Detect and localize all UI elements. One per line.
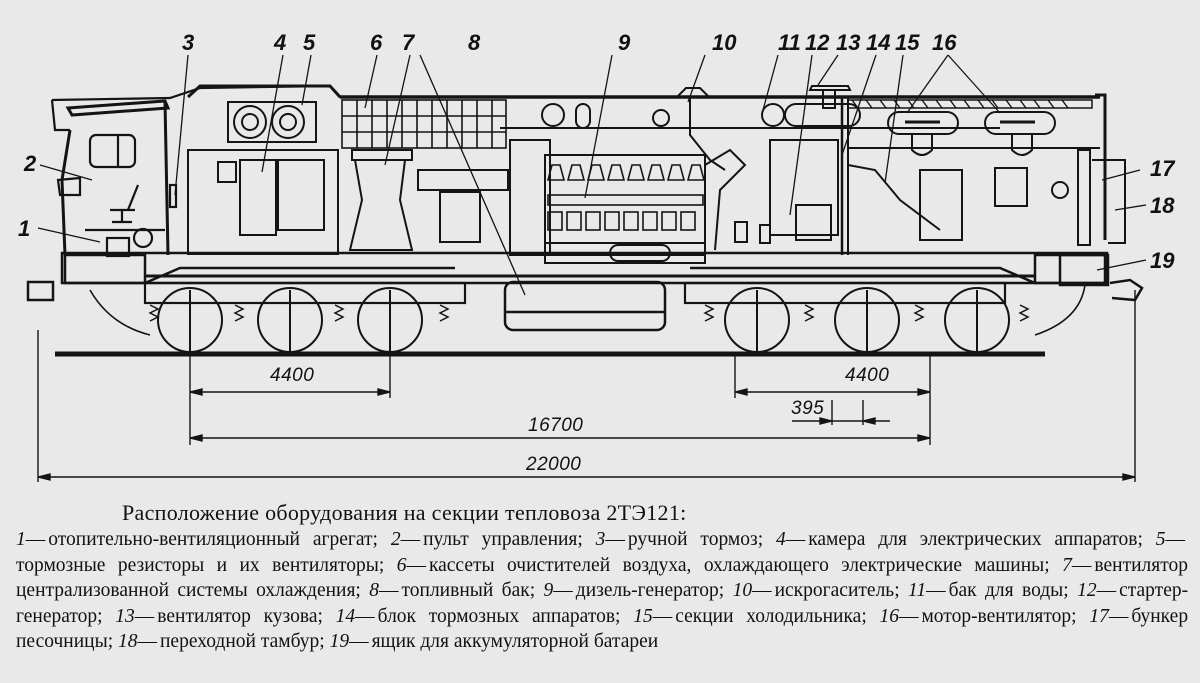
legend-item-3: 3—ручной тормоз;	[595, 529, 764, 550]
callout-5: 5	[303, 30, 316, 55]
locomotive-diagram: 1 2 3 4 5 6 7 8 9 10 11 12 13 14 15 16 1…	[18, 30, 1175, 482]
legend-item-14: 14—блок тормозных аппаратов;	[335, 605, 621, 627]
locomotive-section-drawing	[26, 54, 1147, 482]
central-cooling-fan	[348, 149, 509, 251]
callout-4: 4	[274, 30, 287, 55]
callout-18: 18	[1150, 193, 1175, 218]
legend-item-10: 10—искрогаситель;	[732, 580, 900, 601]
legend-item-1: 1—отопительно-вентиляционный агрегат;	[16, 529, 378, 550]
legend-item-16: 16—мотор-вентилятор;	[879, 605, 1077, 627]
callout-7: 7	[402, 30, 415, 55]
callout-19: 19	[1150, 248, 1175, 273]
cooling-section	[847, 99, 1100, 246]
front-bogie	[89, 281, 467, 355]
callout-1: 1	[18, 216, 31, 241]
legend-item-9: 9—дизель-генератор;	[543, 580, 725, 601]
legend-item-17: 17—бункер песочницы;	[16, 605, 1189, 653]
legend-item-7: 7—вентилятор централизованной системы ох…	[16, 554, 1188, 602]
legend-item-4: 4—камера для электрических аппаратов;	[775, 529, 1143, 550]
callout-12: 12	[805, 30, 830, 55]
dimension-overall-length: 22000	[526, 454, 582, 475]
callout-3: 3	[182, 30, 195, 55]
legend-item-13: 13—вентилятор кузова;	[115, 605, 323, 627]
callout-15: 15	[895, 30, 920, 55]
callout-16: 16	[932, 30, 957, 55]
callout-9: 9	[618, 30, 631, 55]
dimension-395: 395	[791, 398, 825, 419]
dimension-rear-bogie-base: 4400	[845, 365, 890, 386]
callout-6: 6	[370, 30, 383, 55]
figure-caption-title: Расположение оборудования на секции тепл…	[122, 500, 687, 525]
legend-item-2: 2—пульт управления;	[390, 529, 583, 550]
legend-item-11: 11—бак для воды;	[908, 580, 1069, 601]
legend-item-8: 8—топливный бак;	[369, 580, 536, 601]
dimension-lines	[37, 290, 1136, 482]
electrical-chamber	[186, 84, 342, 255]
callout-17: 17	[1150, 156, 1175, 181]
callout-11: 11	[778, 30, 801, 55]
legend-item-15: 15—секции холодильника;	[633, 605, 867, 627]
callout-2: 2	[24, 151, 37, 176]
legend-item-12: 12—стартер-генератор;	[16, 580, 1189, 627]
legend-item-5: 5—тормозные резисторы и их вентиляторы;	[16, 529, 1185, 576]
legend-item-18: 18—переходной тамбур;	[118, 631, 325, 652]
leader-lines	[37, 54, 1147, 296]
figure-legend: 1—отопительно-вентиляционный агрегат; 2—…	[16, 527, 1188, 655]
legend-item-19: 19—ящик для аккумуляторной батареи	[329, 631, 659, 652]
callout-13: 13	[836, 30, 861, 55]
dimension-bogie-centers: 16700	[528, 415, 584, 436]
air-cleaner-cassettes	[341, 99, 507, 149]
callout-8: 8	[468, 30, 481, 55]
legend-item-6: 6—кассеты очистителей воздуха, охлаждающ…	[396, 554, 1050, 576]
dimension-front-bogie-base: 4400	[270, 365, 315, 386]
callout-10: 10	[712, 30, 737, 55]
callout-14: 14	[866, 30, 891, 55]
